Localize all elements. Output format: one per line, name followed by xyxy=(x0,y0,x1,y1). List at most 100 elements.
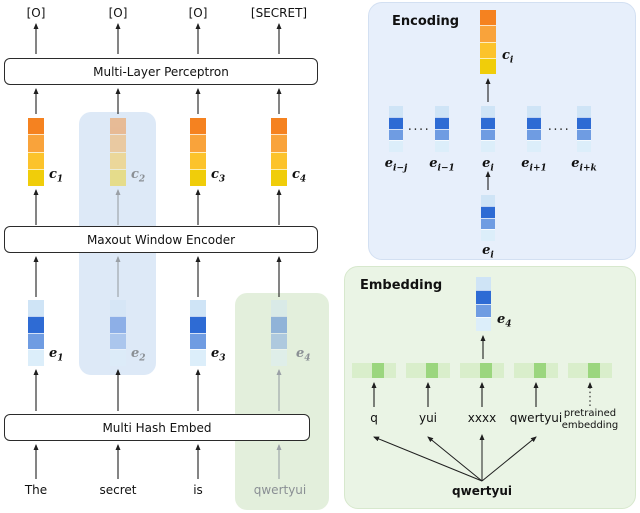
e1-segment xyxy=(28,349,44,366)
c4-segment xyxy=(271,151,287,169)
vector-segment xyxy=(481,128,495,141)
c2-vector xyxy=(110,118,126,186)
vector-segment xyxy=(389,128,403,141)
bar-segment xyxy=(587,363,600,378)
e-i-plus-k-label: ei+k xyxy=(571,156,596,174)
e3-label-base: e xyxy=(211,346,220,361)
output-label-4: [SECRET] xyxy=(250,6,308,20)
c2-segment xyxy=(110,134,126,152)
mlp-box: Multi-Layer Perceptron xyxy=(4,58,318,85)
e2-label-sub: 2 xyxy=(139,353,146,364)
c3-label-base: c xyxy=(211,167,219,182)
feature-xxxx: xxxx xyxy=(467,411,497,425)
e3-segment xyxy=(190,332,206,350)
bar-segment xyxy=(533,363,546,378)
vector-segment xyxy=(435,116,449,129)
label-sub: i xyxy=(490,163,494,174)
ci-segment xyxy=(480,25,496,42)
e-i-minus-1-vector xyxy=(435,106,449,152)
label-base: e xyxy=(482,243,491,258)
token-qwertyui: qwertyui xyxy=(253,483,307,497)
e1-segment xyxy=(28,315,44,333)
e2-label-base: e xyxy=(131,346,140,361)
vector-segment xyxy=(577,128,591,141)
vector-segment xyxy=(435,140,449,152)
c2-label-base: c xyxy=(131,167,139,182)
label-sub: i−1 xyxy=(437,163,455,174)
vector-segment xyxy=(527,116,541,129)
vector-segment xyxy=(476,303,491,318)
e3-segment xyxy=(190,349,206,366)
bar-segment xyxy=(479,363,492,378)
embedding-title: Embedding xyxy=(360,278,443,293)
ellipsis-right: .... xyxy=(547,119,571,134)
vector-segment xyxy=(481,140,495,152)
bar-segment xyxy=(599,363,612,378)
e1-vector xyxy=(28,300,44,366)
vector-segment xyxy=(389,116,403,129)
c4-label: c4 xyxy=(292,167,306,185)
vector-segment xyxy=(481,195,495,206)
c1-segment xyxy=(28,168,44,186)
label-base: e xyxy=(521,156,530,171)
e-i-vector-row xyxy=(481,106,495,152)
hash-bar-pretrained xyxy=(568,363,612,378)
token-the: The xyxy=(24,483,48,497)
output-label-3: [O] xyxy=(188,6,208,20)
vector-segment xyxy=(481,205,495,218)
e1-label-base: e xyxy=(49,346,58,361)
e4-segment xyxy=(271,315,287,333)
e-i-minus-j-vector xyxy=(389,106,403,152)
ci-label: ci xyxy=(502,48,513,66)
ci-label-sub: i xyxy=(509,55,514,66)
label-base: e xyxy=(571,156,580,171)
c2-label-sub: 2 xyxy=(138,174,146,185)
bar-segment xyxy=(514,363,534,378)
c2-label: c2 xyxy=(131,167,145,185)
c4-segment xyxy=(271,134,287,152)
vector-segment xyxy=(435,106,449,117)
c4-segment xyxy=(271,118,287,135)
c1-segment xyxy=(28,134,44,152)
embedding-input-token: qwertyui xyxy=(452,484,512,498)
bar-segment xyxy=(406,363,426,378)
e-i-minus-j-label: ei−j xyxy=(385,156,408,174)
c4-vector xyxy=(271,118,287,186)
bar-segment xyxy=(371,363,384,378)
c3-label-sub: 3 xyxy=(218,174,226,185)
e3-label-sub: 3 xyxy=(219,353,226,364)
e2-label: e2 xyxy=(131,346,146,364)
c1-vector xyxy=(28,118,44,186)
bar-segment xyxy=(425,363,438,378)
pretrained-line1: pretrained xyxy=(563,408,617,419)
label-sub: i−j xyxy=(393,163,408,174)
bar-segment xyxy=(568,363,588,378)
encoding-title: Encoding xyxy=(392,14,460,29)
ellipsis-left: .... xyxy=(407,119,431,134)
e1-label: e1 xyxy=(49,346,64,364)
e4-output-vector xyxy=(476,277,491,331)
multi-hash-embed-box: Multi Hash Embed xyxy=(4,414,310,441)
e2-vector xyxy=(110,300,126,366)
label-sub: i+k xyxy=(579,163,597,174)
e1-segment xyxy=(28,332,44,350)
label-sub: i+1 xyxy=(529,163,547,174)
label-base: e xyxy=(482,156,491,171)
label-base: e xyxy=(384,156,394,171)
e-i-input-label: ei xyxy=(482,243,494,261)
c2-segment xyxy=(110,151,126,169)
pretrained-line2: embedding xyxy=(561,420,619,431)
feature-q: q xyxy=(370,411,378,425)
c1-label: c1 xyxy=(49,167,63,185)
c4-label-sub: 4 xyxy=(299,174,307,185)
bar-segment xyxy=(437,363,450,378)
vector-segment xyxy=(527,106,541,117)
e2-segment xyxy=(110,332,126,350)
e4-segment xyxy=(271,300,287,316)
c2-segment xyxy=(110,168,126,186)
e-i-input-vector xyxy=(481,195,495,241)
bar-segment xyxy=(383,363,396,378)
c3-vector xyxy=(190,118,206,186)
vector-segment xyxy=(476,317,491,331)
